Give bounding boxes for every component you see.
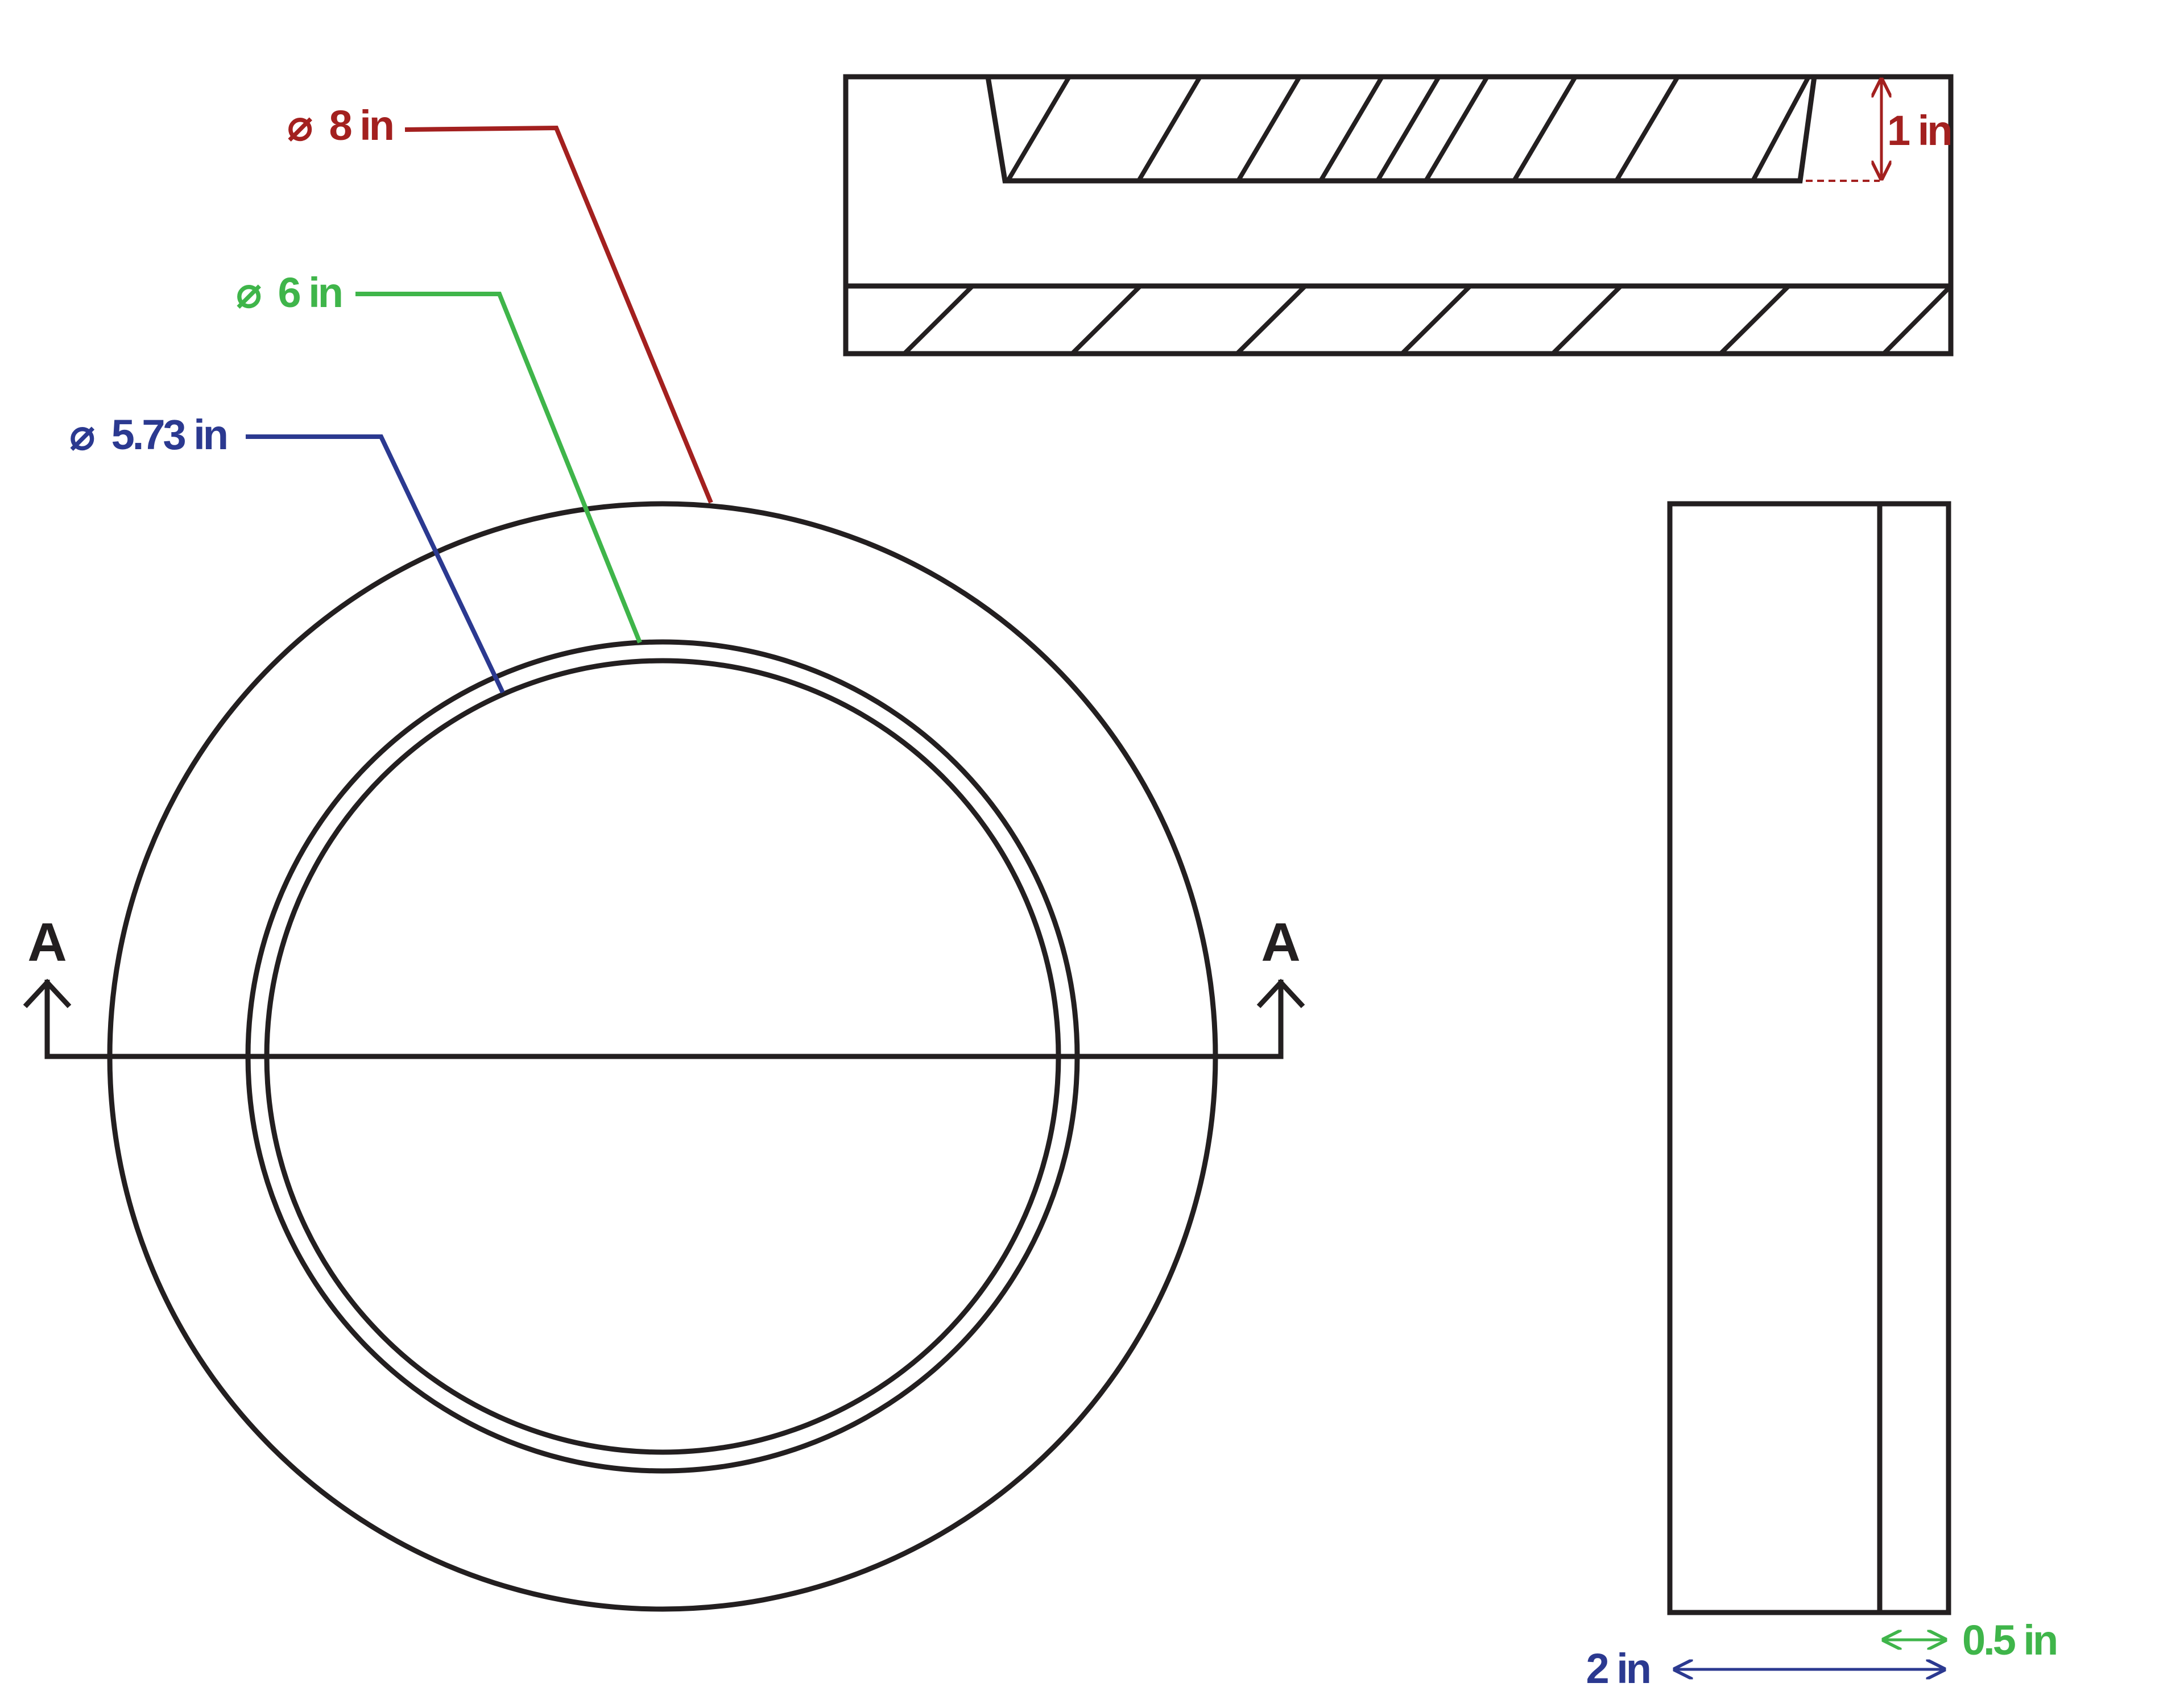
groove-hatching — [1006, 75, 1811, 183]
groove-profile — [985, 74, 1818, 184]
inner-diameter-leader — [246, 434, 505, 694]
inner-diameter-label: ⌀ 5.73 in — [70, 411, 226, 458]
diameter-symbol-icon: ⌀ — [236, 269, 261, 316]
section-line-a-a: A A — [23, 912, 1305, 1059]
diameter-symbol-icon: ⌀ — [287, 102, 312, 149]
section-view: 1 in — [843, 74, 1954, 357]
flange-width-label: 0.5 in — [1962, 1616, 2056, 1664]
diameter-symbol-icon: ⌀ — [70, 411, 95, 458]
groove-diameter-label: ⌀ 6 in — [236, 269, 341, 316]
section-arrow-left-icon — [23, 979, 72, 1009]
section-arrow-right-icon — [1256, 979, 1305, 1009]
base-hatching — [903, 284, 1953, 355]
side-outline — [1667, 501, 1951, 1615]
outer-diameter-label: ⌀ 8 in — [287, 102, 392, 149]
total-width-label: 2 in — [1586, 1645, 1649, 1687]
outer-diameter-leader — [404, 125, 713, 504]
section-marker-right: A — [1261, 912, 1300, 973]
groove-depth-label: 1 in — [1887, 107, 1950, 154]
section-marker-left: A — [27, 912, 67, 973]
side-view: 2 in 0.5 in — [1586, 501, 2058, 1687]
groove-diameter-leader — [355, 292, 642, 644]
